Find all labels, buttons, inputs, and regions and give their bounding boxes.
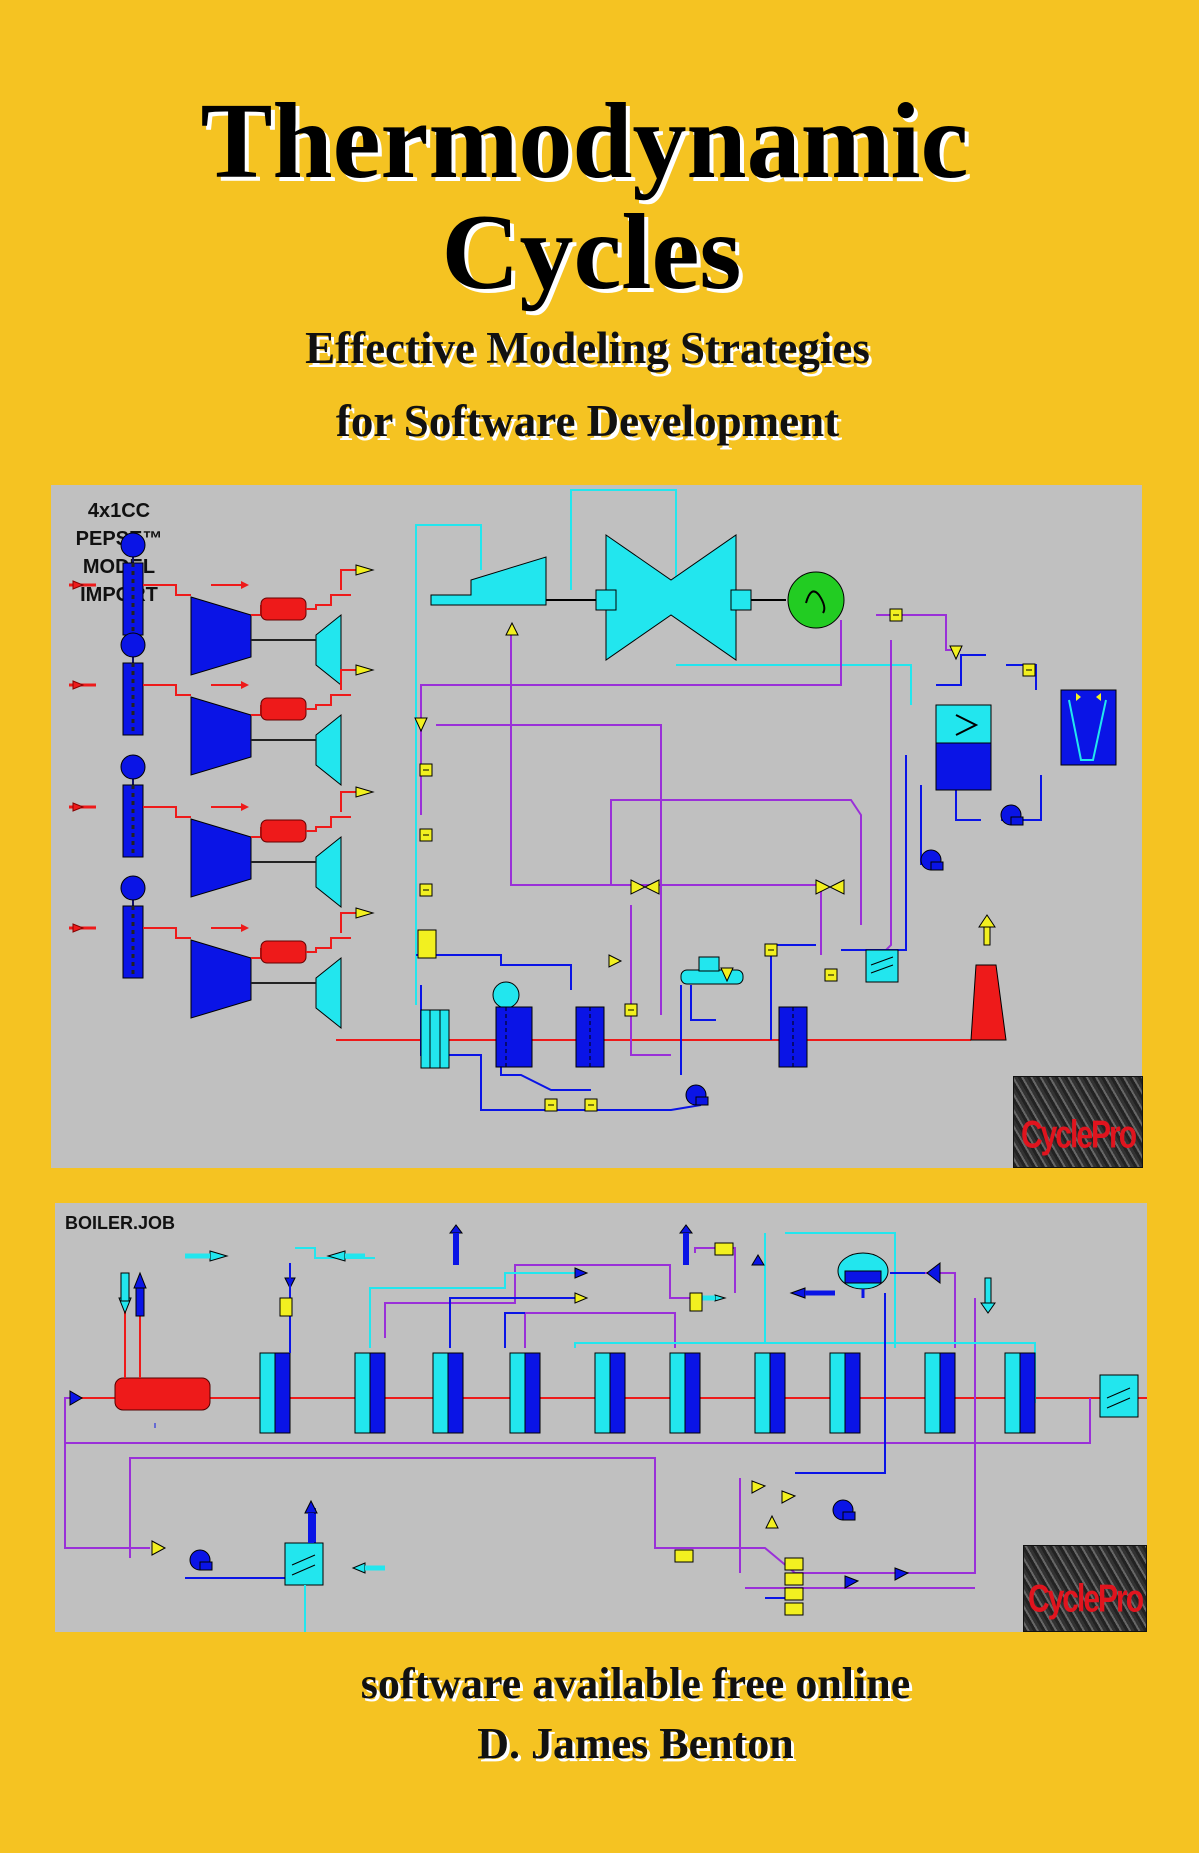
boiler-diagram: BOILER.JOB bbox=[55, 1203, 1147, 1632]
cyclepro-logo: CyclePro bbox=[1023, 1545, 1147, 1632]
cyclepro-logo: CyclePro bbox=[1013, 1076, 1143, 1168]
boiler-schematic bbox=[64, 1224, 1147, 1632]
subtitle-line-1: Effective Modeling Strategies bbox=[305, 323, 870, 373]
title-line-1: Thermodynamic bbox=[200, 82, 969, 201]
subtitle-line-2: for Software Development bbox=[335, 396, 840, 446]
title-line-2: Cycles bbox=[441, 193, 742, 312]
author-name: D. James Benton bbox=[477, 1719, 794, 1768]
footer-line-1: software available free online bbox=[360, 1659, 911, 1708]
job-label: BOILER.JOB bbox=[65, 1213, 176, 1233]
cycle-schematic bbox=[67, 489, 1117, 1112]
combined-cycle-diagram: 4x1CC PEPSE™ MODEL IMPORT bbox=[51, 485, 1143, 1168]
